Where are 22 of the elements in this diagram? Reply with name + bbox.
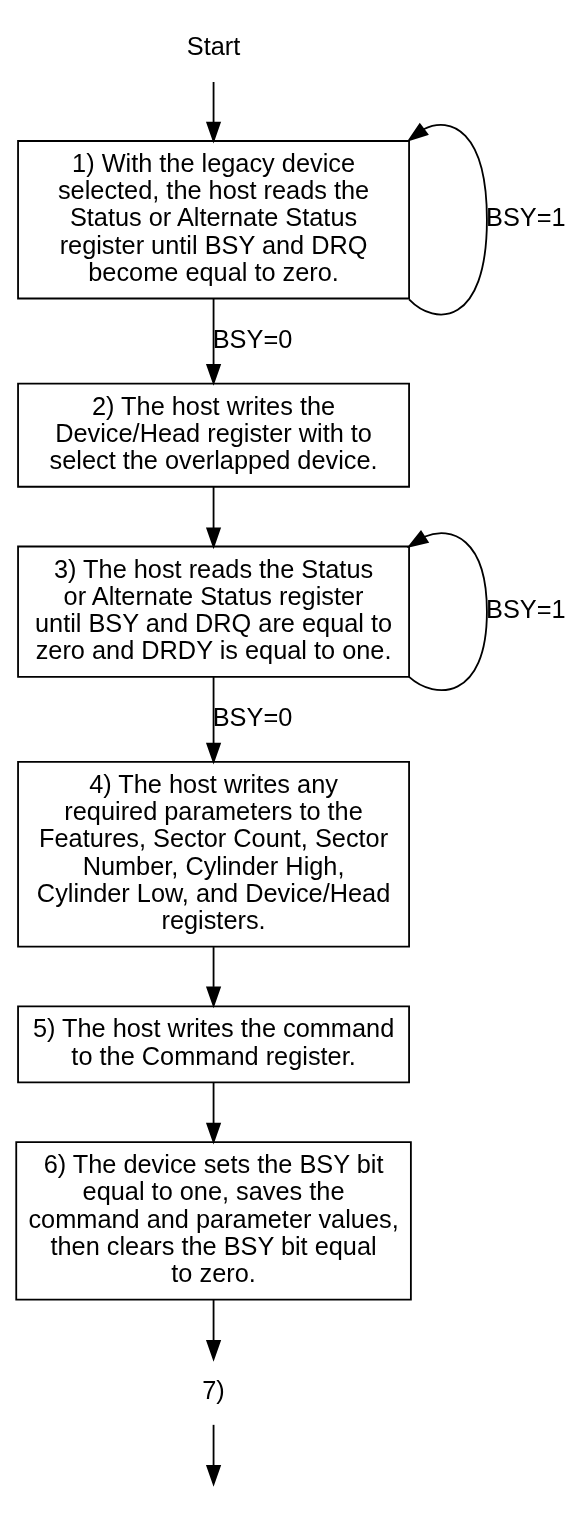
arrow — [205, 1299, 221, 1362]
arrow — [205, 1423, 221, 1487]
node-box: 3) The host reads the Status or Alternate Status register until BSY and DRQ are equal to zero and DRDY is equal to one. — [16, 545, 410, 678]
arrow — [406, 122, 488, 316]
node-box: 1) With the legacy device selected, the host reads the Status or Alternate Status register until BSY and DRQ become equal to zero. — [16, 140, 410, 300]
node-text: Start — [186, 32, 240, 61]
arrow — [205, 946, 221, 1009]
arrow — [205, 297, 221, 386]
arrow — [205, 676, 221, 765]
edge-label: BSY=0 — [212, 324, 292, 353]
arrow — [205, 1081, 221, 1145]
node-text: 7) — [201, 1375, 225, 1404]
arrow — [406, 529, 488, 692]
node-box: 4) The host writes any required parameters to the Features, Sector Count, Sector Number, Cylinder High, Cylinder Low, and Device/Head registers. — [16, 761, 410, 948]
edge-label: BSY=1 — [485, 595, 566, 624]
edge-label: BSY=0 — [212, 703, 292, 732]
edge-label: BSY=1 — [485, 203, 566, 232]
arrow — [205, 81, 221, 144]
node-box: 2) The host writes the Device/Head register with to select the overlapped device. — [16, 382, 410, 488]
node-box: 6) The device sets the BSY bit equal to one, saves the command and parameter values, then clears the BSY bit equal to zero. — [14, 1141, 412, 1301]
arrow — [205, 486, 221, 550]
node-box: 5) The host writes the command to the Command register. — [16, 1005, 410, 1084]
